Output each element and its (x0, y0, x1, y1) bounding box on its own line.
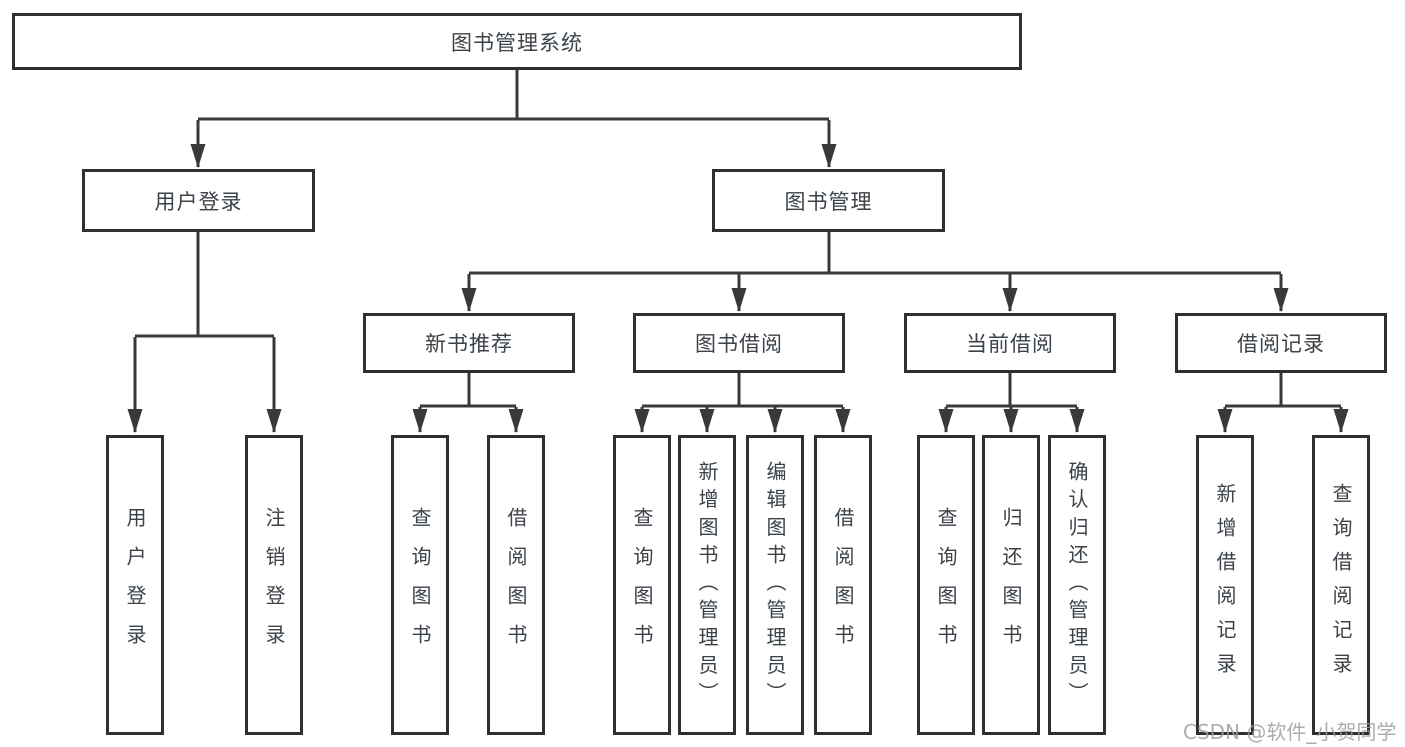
leaf-query-books-3-label: 查询图书 (934, 507, 958, 663)
node-new-book-recommend: 新书推荐 (363, 313, 575, 373)
leaf-edit-book-admin-label: 编辑图书（管理员） (763, 460, 787, 710)
leaf-add-borrow-record-label: 新增借阅记录 (1213, 483, 1237, 687)
leaf-add-book-admin-label: 新增图书（管理员） (695, 460, 719, 710)
leaf-logout: 注销登录 (245, 435, 303, 735)
node-book-management: 图书管理 (712, 169, 945, 232)
leaf-query-borrow-record: 查询借阅记录 (1312, 435, 1370, 735)
leaf-borrow-books-2-label: 借阅图书 (831, 507, 855, 663)
leaf-return-book-label: 归还图书 (999, 507, 1023, 663)
node-user-login: 用户登录 (82, 169, 315, 232)
leaf-user-login: 用户登录 (106, 435, 164, 735)
leaf-query-books-1: 查询图书 (391, 435, 449, 735)
leaf-query-books-2-label: 查询图书 (630, 507, 654, 663)
leaf-return-book: 归还图书 (982, 435, 1040, 735)
leaf-query-books-1-label: 查询图书 (408, 507, 432, 663)
node-library-management-system: 图书管理系统 (12, 13, 1022, 70)
leaf-logout-label: 注销登录 (262, 507, 286, 663)
watermark: CSDN @软件_小贺同学 (1183, 720, 1397, 744)
leaf-add-book-admin: 新增图书（管理员） (678, 435, 736, 735)
leaf-confirm-return-admin-label: 确认归还（管理员） (1065, 460, 1089, 710)
node-book-borrow: 图书借阅 (633, 313, 845, 373)
leaf-borrow-books-1: 借阅图书 (487, 435, 545, 735)
node-borrow-records: 借阅记录 (1175, 313, 1387, 373)
leaf-user-login-label: 用户登录 (123, 507, 147, 663)
leaf-query-books-2: 查询图书 (613, 435, 671, 735)
leaf-query-books-3: 查询图书 (917, 435, 975, 735)
leaf-edit-book-admin: 编辑图书（管理员） (746, 435, 804, 735)
leaf-confirm-return-admin: 确认归还（管理员） (1048, 435, 1106, 735)
node-current-borrow: 当前借阅 (904, 313, 1116, 373)
leaf-borrow-books-1-label: 借阅图书 (504, 507, 528, 663)
leaf-borrow-books-2: 借阅图书 (814, 435, 872, 735)
leaf-query-borrow-record-label: 查询借阅记录 (1329, 483, 1353, 687)
leaf-add-borrow-record: 新增借阅记录 (1196, 435, 1254, 735)
